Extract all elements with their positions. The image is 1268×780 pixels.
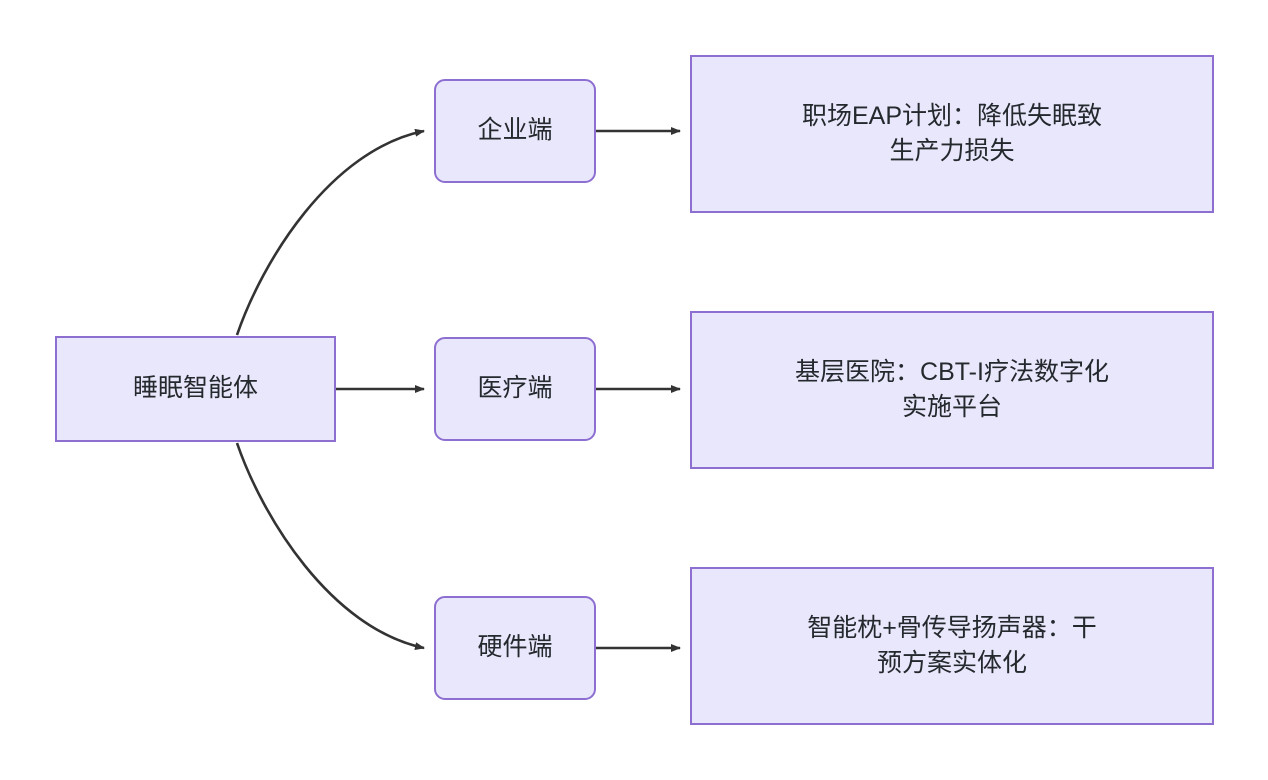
edge-root-to-enterprise xyxy=(235,128,425,336)
edge-root-to-hardware xyxy=(235,442,425,651)
node-enterprise[interactable]: 企业端 xyxy=(434,79,596,183)
node-medical[interactable]: 医疗端 xyxy=(434,337,596,441)
node-enterprise-detail-label: 职场EAP计划：降低失眠致 生产力损失 xyxy=(801,101,1103,166)
node-medical-detail-label: 基层医院：CBT-I疗法数字化 实施平台 xyxy=(795,357,1109,422)
node-sleep-agent-label: 睡眠智能体 xyxy=(132,374,258,403)
node-hardware-detail[interactable]: 智能枕+骨传导扬声器：干 预方案实体化 xyxy=(690,567,1214,725)
node-enterprise-detail[interactable]: 职场EAP计划：降低失眠致 生产力损失 xyxy=(690,55,1214,213)
node-sleep-agent[interactable]: 睡眠智能体 xyxy=(55,336,336,442)
node-hardware-detail-label: 智能枕+骨传导扬声器：干 预方案实体化 xyxy=(807,613,1097,678)
node-medical-detail[interactable]: 基层医院：CBT-I疗法数字化 实施平台 xyxy=(690,311,1214,469)
node-medical-label: 医疗端 xyxy=(477,374,553,403)
node-hardware[interactable]: 硬件端 xyxy=(434,596,596,700)
node-hardware-label: 硬件端 xyxy=(477,633,553,662)
node-enterprise-label: 企业端 xyxy=(477,116,553,145)
